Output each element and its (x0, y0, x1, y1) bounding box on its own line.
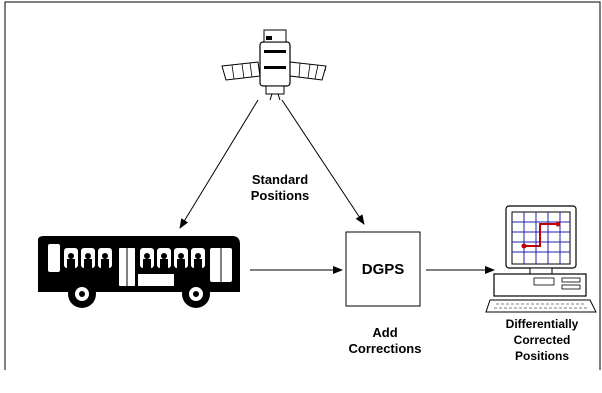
outer-frame (4, 1, 601, 370)
add-corrections-label: Add Corrections (340, 325, 430, 357)
dgps-label: DGPS (361, 260, 405, 278)
add-corrections-line2: Corrections (348, 341, 422, 356)
standard-positions-label: Standard Positions (230, 172, 330, 204)
dgps-box (345, 231, 421, 307)
differentially-corrected-label: Differentially Corrected Positions (482, 316, 602, 364)
satellite-icon (221, 29, 327, 101)
standard-positions-line1: Standard (251, 172, 309, 187)
bus-icon (38, 236, 240, 308)
differentially-corrected-line3: Positions (514, 349, 569, 363)
arrow-satellite-to-bus (179, 99, 259, 229)
differentially-corrected-line1: Differentially (505, 317, 579, 331)
differentially-corrected-line2: Corrected (513, 333, 571, 347)
standard-positions-line2: Positions (250, 188, 310, 203)
add-corrections-line1: Add (372, 325, 398, 340)
arrow-satellite-to-dgps (281, 99, 365, 225)
computer-icon (485, 205, 597, 313)
